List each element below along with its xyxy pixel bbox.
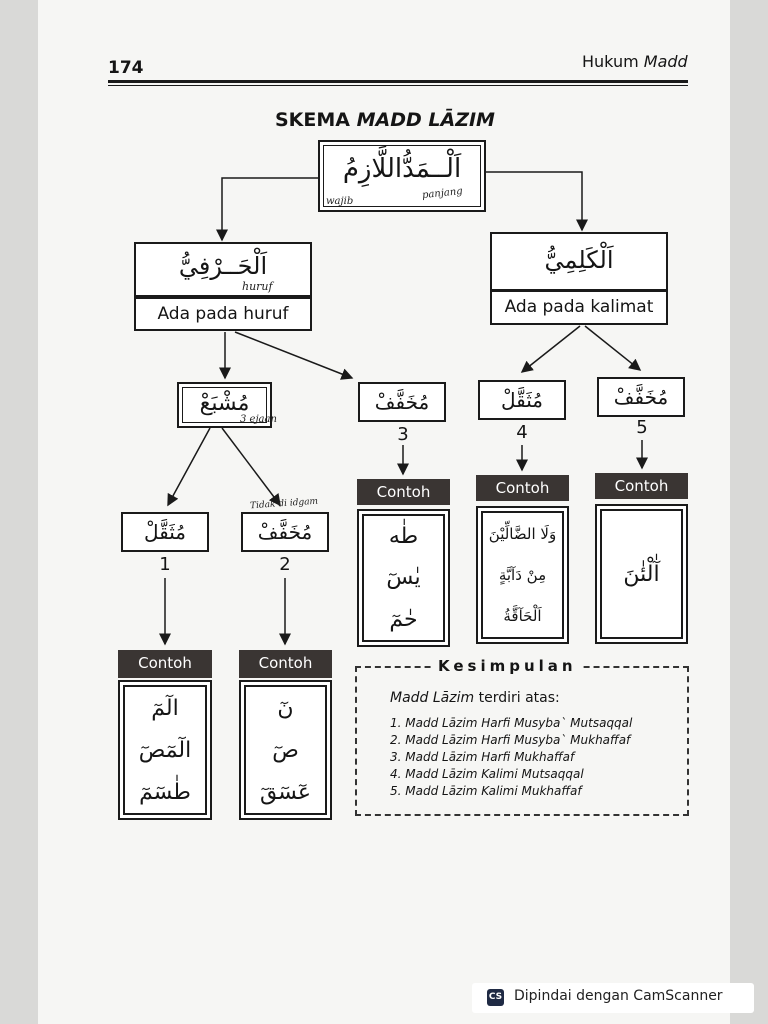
camscanner-logo-icon: CS <box>487 989 504 1006</box>
connector-kalimi-4 <box>520 325 581 373</box>
kalimi-arabic-box: اَلْكَلِمِيُّ <box>490 232 668 291</box>
node-3-box: مُخَفَّفْ <box>358 382 446 422</box>
musyba-box: مُشْبَعْ <box>177 382 272 428</box>
list-item: 4. Madd Lāzim Kalimi Mutsaqqal <box>390 767 584 781</box>
header-rule-thin <box>108 85 688 86</box>
example-item: نٓ <box>277 695 294 721</box>
harfi-label: Ada pada huruf <box>134 297 312 331</box>
contoh-header-1: Contoh <box>118 650 212 678</box>
contoh-header-5: Contoh <box>595 473 688 499</box>
examples-box-2: نٓ صٓ عٓسٓقٓ <box>239 680 332 820</box>
scanner-text: Dipindai dengan CamScanner <box>514 988 723 1004</box>
example-item: عٓسٓقٓ <box>259 779 312 805</box>
root-madd-lazim-box: اَلْــمَدُّاللَّازِمُ <box>318 140 486 212</box>
contoh-header-4: Contoh <box>476 475 569 501</box>
kesimpulan-list: 1. Madd Lāzim Harfi Musyba` Mutsaqqal 2.… <box>390 715 632 800</box>
list-item: 2. Madd Lāzim Harfi Musyba` Mukhaffaf <box>390 733 631 747</box>
contoh-header-2: Contoh <box>239 650 332 678</box>
example-item: وَلَا الضَّالِّيْنَ <box>488 524 557 543</box>
node-5-box: مُخَفَّفْ <box>597 377 685 417</box>
node-2-box: مُخَفَّفْ <box>241 512 329 552</box>
examples-box-4: وَلَا الضَّالِّيْنَ مِنْ دَآبَّةٍ اَلْحَ… <box>476 506 569 644</box>
example-item: طٰه <box>388 524 419 550</box>
kalimi-label: Ada pada kalimat <box>490 290 668 325</box>
list-item: 1. Madd Lāzim Harfi Musyba` Mutsaqqal <box>390 716 633 730</box>
list-item: 5. Madd Lāzim Kalimi Mukhaffaf <box>390 784 582 798</box>
example-item: حٰمٓ <box>389 606 418 632</box>
example-item: الٓمٓصٓ <box>138 737 192 763</box>
example-item: آٰلْئٰنَ <box>623 561 660 587</box>
header-rule <box>108 80 688 83</box>
examples-box-5: آٰلْئٰنَ <box>595 504 688 644</box>
connector-musyba-1 <box>167 427 211 507</box>
examples-box-3: طٰه يٰسٓ حٰمٓ <box>357 509 450 647</box>
scanner-watermark: CS Dipindai dengan CamScanner <box>472 983 754 1013</box>
example-item: يٰسٓ <box>386 565 421 591</box>
connector-harfi-3 <box>234 331 354 380</box>
list-item: 3. Madd Lāzim Harfi Mukhaffaf <box>390 750 575 764</box>
handwritten-note-wajib: wajib <box>326 196 354 207</box>
handwritten-note-ejaan: 3 ejaan <box>240 414 277 425</box>
running-title: Hukum Madd <box>582 52 688 71</box>
example-item: الٓمٓ <box>151 695 179 721</box>
page-number: 174 <box>108 58 144 78</box>
page-title: SKEMA MADD LĀZIM <box>275 109 495 131</box>
node-4-box: مُثَقَّلْ <box>478 380 566 420</box>
node-5-number: 5 <box>636 417 648 438</box>
connector-root-kalimi <box>485 171 588 232</box>
example-item: مِنْ دَآبَّةٍ <box>498 565 547 584</box>
node-1-box: مُثَقَّلْ <box>121 512 209 552</box>
kesimpulan-title: Kesimpulan <box>432 657 583 675</box>
example-item: طٰسٓمٓ <box>139 779 191 805</box>
connector-root-harfi <box>216 177 320 242</box>
node-4-number: 4 <box>516 422 528 443</box>
example-item: صٓ <box>272 737 299 763</box>
connector-musyba-2 <box>221 427 281 507</box>
examples-box-1: الٓمٓ الٓمٓصٓ طٰسٓمٓ <box>118 680 212 820</box>
contoh-header-3: Contoh <box>357 479 450 505</box>
kesimpulan-intro: Madd Lāzim terdiri atas: <box>390 690 560 706</box>
handwritten-note-huruf: huruf <box>242 280 273 293</box>
node-3-number: 3 <box>397 424 409 445</box>
node-2-number: 2 <box>279 554 291 575</box>
harfi-arabic-box: اَلْحَــرْفِيُّ <box>134 242 312 297</box>
node-1-number: 1 <box>159 554 171 575</box>
example-item: اَلْحَآقَّةُ <box>503 607 542 626</box>
connector-kalimi-5 <box>584 325 642 371</box>
